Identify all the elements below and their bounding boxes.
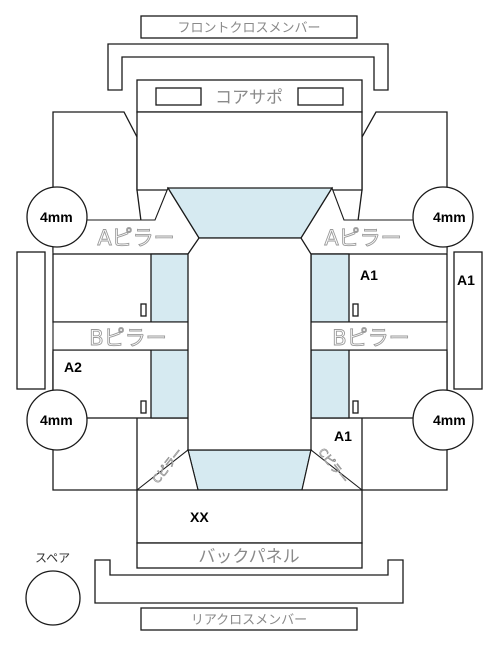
tire-rear-right-depth: 4mm — [433, 412, 466, 428]
tire-rear-left-depth: 4mm — [40, 412, 73, 428]
spare-tire: スペア — [25, 551, 81, 626]
rear-cross-member: リアクロスメンバー — [94, 559, 404, 631]
door-handle — [352, 400, 359, 414]
a-pillar-left-label: Aピラー — [97, 226, 174, 250]
tire-front-right-depth: 4mm — [433, 209, 466, 225]
front-cross-member: フロントクロスメンバー — [107, 15, 389, 91]
b-pillars: Bピラー Bピラー — [52, 321, 448, 351]
damage-mark-right-front-door: A1 — [360, 267, 378, 283]
glass — [166, 187, 334, 491]
tire-rear-right: 4mm — [412, 389, 474, 451]
tire-rear-left: 4mm — [26, 389, 88, 451]
tire-front-left: 4mm — [26, 186, 88, 248]
door-handle — [140, 400, 147, 414]
damage-mark-right-side-strip: A1 — [457, 272, 475, 288]
spare-label: スペア — [35, 551, 70, 565]
a-pillar-right-label: Aピラー — [324, 226, 401, 250]
damage-mark-left-rear-door: A2 — [64, 359, 82, 375]
tire-front-left-depth: 4mm — [40, 209, 73, 225]
damage-mark-trunk: XX — [190, 509, 209, 525]
door-handle — [352, 303, 359, 317]
front-cross-member-label: フロントクロスメンバー — [177, 21, 320, 36]
b-pillar-right-label: Bピラー — [332, 326, 409, 350]
trunk: バックパネル — [136, 489, 363, 569]
rear-cross-member-label: リアクロスメンバー — [191, 613, 307, 628]
tire-front-right: 4mm — [412, 186, 474, 248]
spare-tire-circle — [25, 570, 81, 626]
rear-window — [187, 449, 312, 491]
core-support: コアサポ — [136, 79, 363, 113]
core-support-label: コアサポ — [215, 88, 283, 108]
side-strips — [16, 251, 483, 390]
damage-marks: A1 A1 A2 A1 XX — [64, 267, 475, 525]
back-panel-label: バックパネル — [198, 547, 299, 567]
tires: 4mm 4mm 4mm 4mm — [26, 186, 474, 451]
roof — [187, 237, 312, 451]
door-handle — [140, 303, 147, 317]
b-pillar-left-label: Bピラー — [89, 326, 166, 350]
damage-mark-right-rear-fender: A1 — [334, 428, 352, 444]
